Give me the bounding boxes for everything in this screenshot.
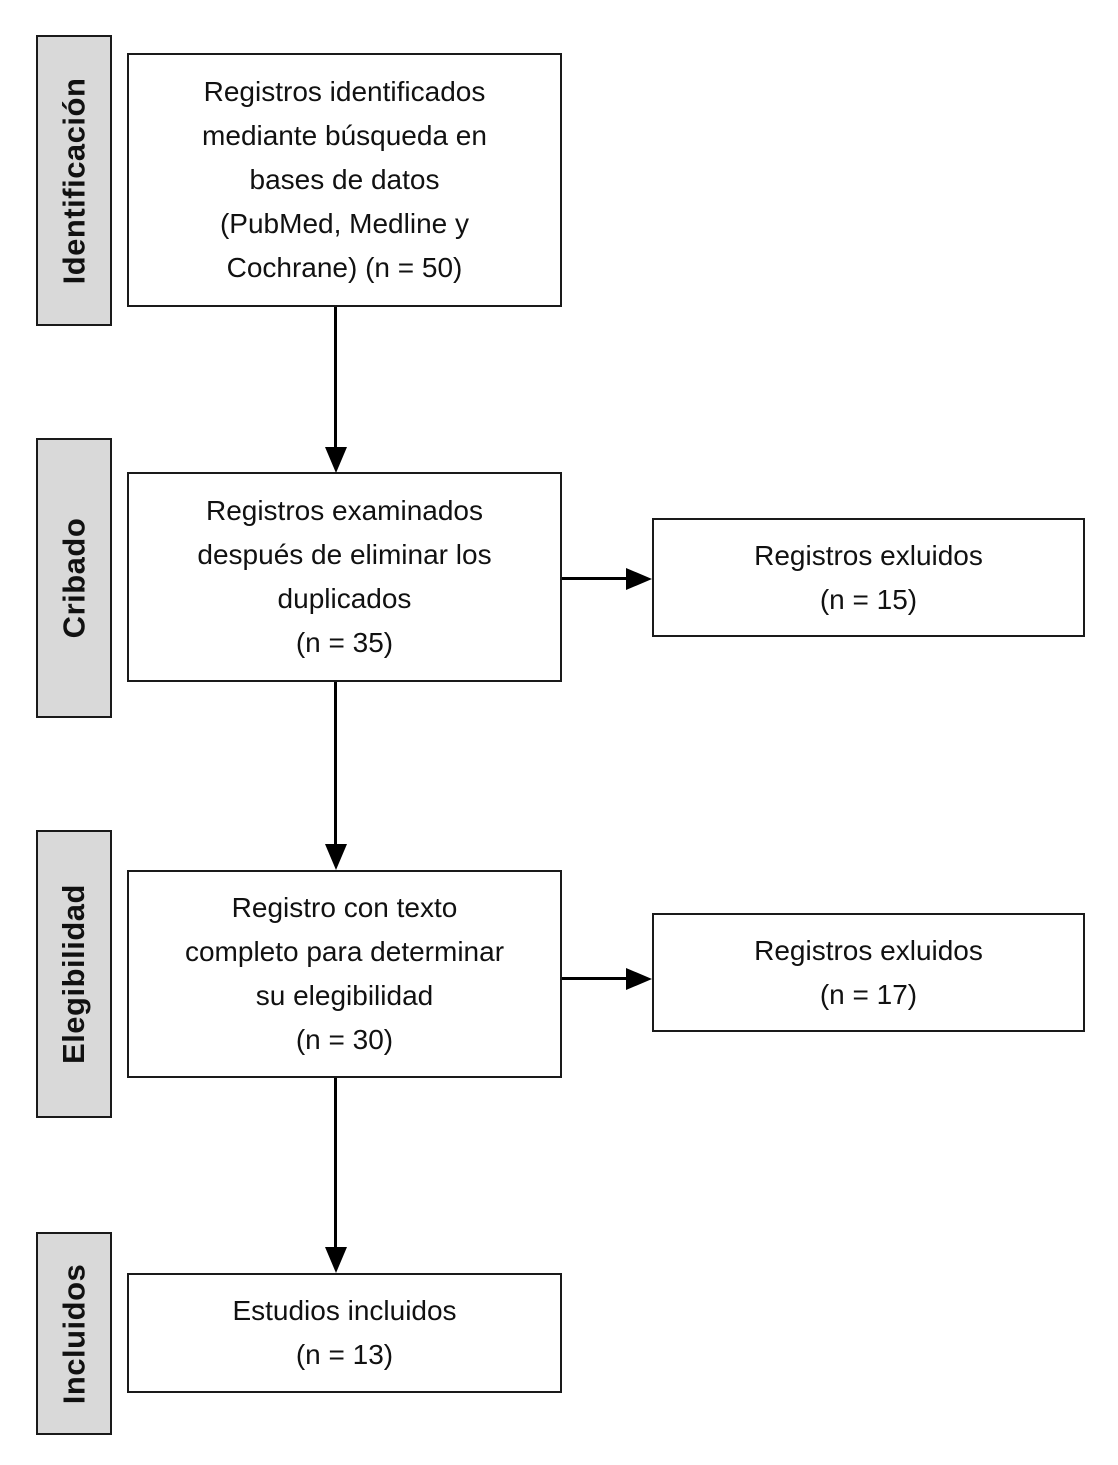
- box-studies-included: Estudios incluidos (n = 13): [127, 1273, 562, 1393]
- stage-band-label: Identificación: [56, 77, 91, 284]
- box-fulltext-assessed: Registro con texto completo para determi…: [127, 870, 562, 1078]
- box-text: Registros identificados mediante búsqued…: [202, 76, 487, 283]
- box-text: Registro con texto completo para determi…: [184, 892, 505, 1055]
- box-text: Estudios incluidos (n = 13): [232, 1295, 457, 1370]
- arrow-right-screened-to-excluded-icon: [562, 577, 626, 580]
- box-records-identified: Registros identificados mediante búsqued…: [127, 53, 562, 307]
- stage-band-elegibilidad: Elegibilidad: [36, 830, 112, 1118]
- box-records-screened: Registros examinados después de eliminar…: [127, 472, 562, 682]
- arrow-down-screened-to-fulltext-icon: [334, 682, 337, 844]
- box-text: Registros exluidos (n = 17): [754, 934, 983, 1010]
- stage-band-cribado: Cribado: [36, 438, 112, 718]
- arrow-down-fulltext-to-included-icon: [334, 1078, 337, 1247]
- stage-band-label: Elegibilidad: [56, 884, 91, 1064]
- stage-band-identificacion: Identificación: [36, 35, 112, 326]
- arrow-right-fulltext-to-excluded-icon: [562, 977, 626, 980]
- box-records-excluded-eligibility: Registros exluidos (n = 17): [652, 913, 1085, 1032]
- stage-band-label: Cribado: [56, 517, 91, 639]
- box-records-excluded-screening: Registros exluidos (n = 15): [652, 518, 1085, 637]
- box-text: Registros examinados después de eliminar…: [197, 495, 492, 658]
- arrow-down-identified-to-screened-icon: [334, 307, 337, 447]
- box-text: Registros exluidos (n = 15): [754, 539, 983, 615]
- stage-band-label: Incluidos: [56, 1263, 92, 1404]
- stage-band-incluidos: Incluidos: [36, 1232, 112, 1435]
